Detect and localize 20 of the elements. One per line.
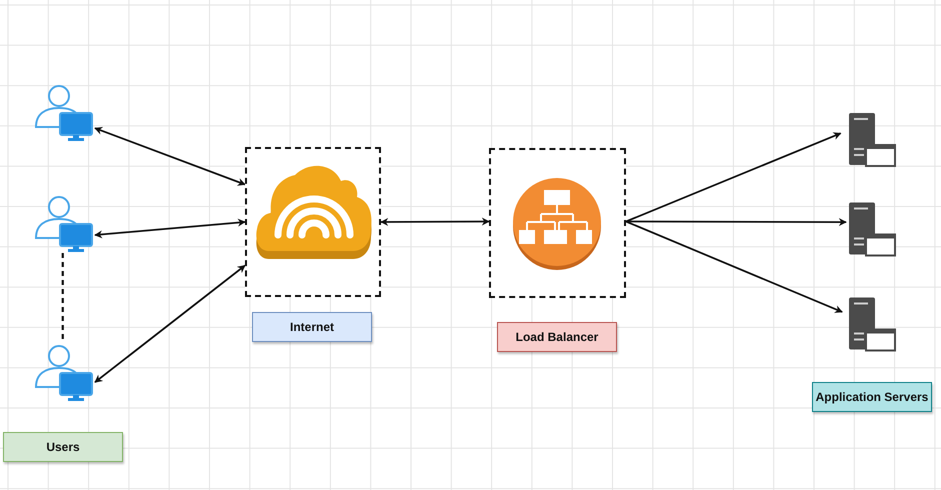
arrow (626, 218, 847, 226)
arrow (380, 218, 490, 226)
group-label: Application Servers (812, 382, 932, 412)
dashed-frame (489, 148, 626, 298)
user-computer-icon (33, 82, 95, 142)
user-computer-icon (33, 342, 95, 402)
dashed-frame (245, 147, 381, 297)
arrow (94, 264, 246, 383)
arrow (626, 132, 842, 222)
arrow (94, 218, 246, 238)
arrow (94, 126, 246, 186)
server-icon (848, 112, 897, 168)
server-icon (848, 201, 897, 258)
arrow (626, 220, 843, 313)
group-label: Internet (252, 312, 372, 342)
user-computer-icon (33, 193, 95, 253)
group-label: Load Balancer (497, 322, 617, 352)
dashed-line (62, 253, 64, 342)
group-label: Users (3, 432, 123, 462)
server-icon (848, 296, 897, 353)
